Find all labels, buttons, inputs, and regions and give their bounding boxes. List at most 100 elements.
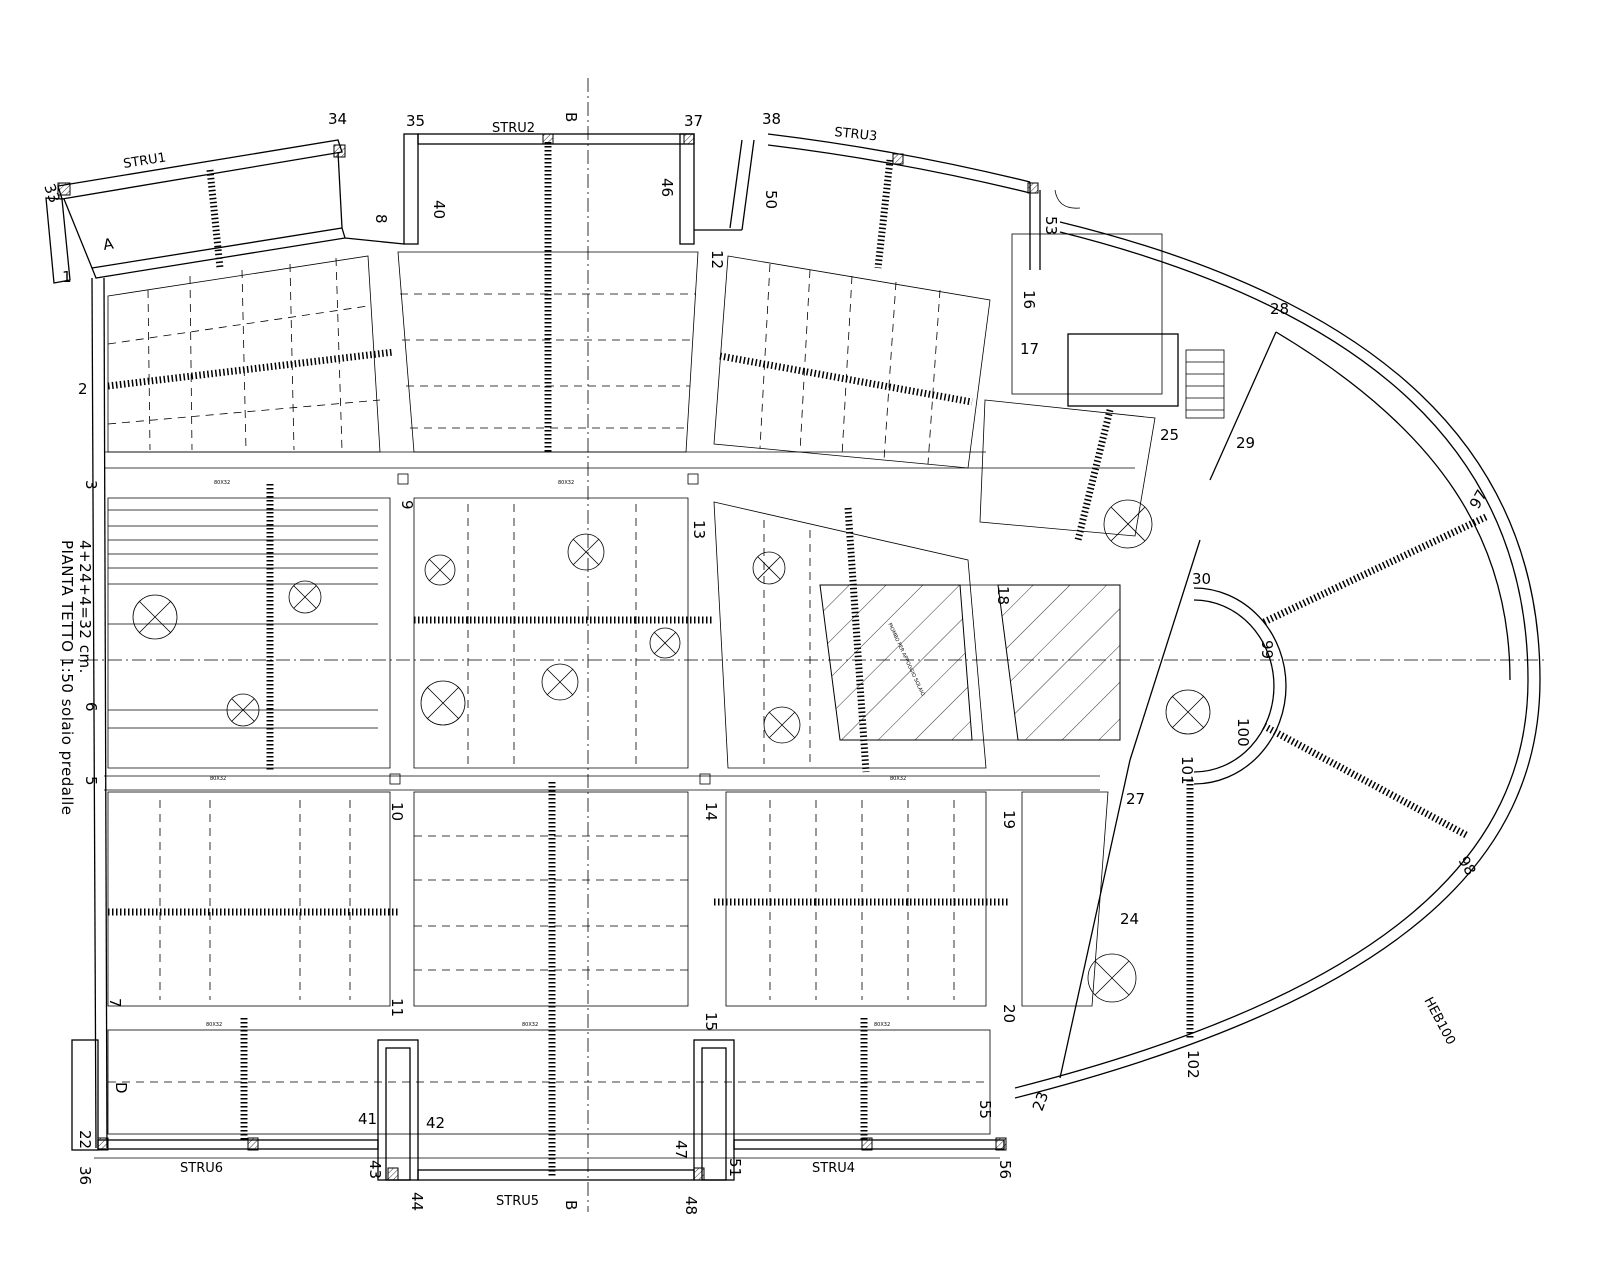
- node-number: 8: [372, 214, 390, 224]
- node-number: 101: [1178, 756, 1196, 785]
- downpipe-symbol: [1087, 953, 1137, 1003]
- node-number: 35: [406, 112, 425, 130]
- downpipe-symbol: [1165, 689, 1211, 735]
- node-number: 53: [1042, 216, 1060, 235]
- section-mark-b-bottom: B: [562, 1200, 580, 1210]
- slab-fields-top: [107, 142, 1156, 537]
- node-number: 43: [366, 1160, 384, 1179]
- node-number: 1: [62, 268, 72, 286]
- node-number: 12: [708, 250, 726, 269]
- structure-labels: STRU1 STRU2 STRU3 STRU4 STRU5 STRU6: [122, 121, 878, 1209]
- node-number: 33: [40, 181, 63, 205]
- section-mark-d: D: [112, 1082, 130, 1094]
- structure-label-stru1: STRU1: [122, 150, 167, 172]
- node-number: 27: [1126, 790, 1145, 808]
- downpipe-symbol: [649, 627, 681, 659]
- node-number: 37: [684, 112, 703, 130]
- downpipe-symbol: [424, 554, 456, 586]
- node-number: 14: [702, 802, 720, 821]
- node-number: 98: [1455, 853, 1480, 879]
- node-number: 7: [106, 998, 124, 1008]
- downpipe-symbol: [1103, 499, 1153, 549]
- node-number: 42: [426, 1114, 445, 1132]
- node-number: 5: [82, 776, 100, 786]
- node-number: 48: [682, 1196, 700, 1215]
- node-number: 2: [78, 380, 88, 398]
- section-mark-a: A: [102, 234, 116, 253]
- node-number: 56: [996, 1160, 1014, 1179]
- node-number: 44: [408, 1192, 426, 1211]
- node-number: 55: [976, 1100, 994, 1119]
- stair-block: [1011, 233, 1225, 419]
- top-wall-band: [45, 133, 1081, 284]
- node-number: 38: [762, 110, 781, 128]
- node-number: 97: [1466, 486, 1491, 512]
- node-number: 100: [1234, 718, 1252, 747]
- downpipe-symbol: [763, 706, 801, 744]
- structure-label-stru2: STRU2: [492, 121, 535, 136]
- node-number: 3: [82, 480, 100, 490]
- node-number: 47: [672, 1140, 690, 1159]
- node-number: 6: [82, 702, 100, 712]
- node-number: 28: [1270, 300, 1289, 318]
- node-number: 22: [76, 1130, 94, 1149]
- node-number: 36: [76, 1166, 94, 1185]
- downpipe-symbol: [567, 533, 605, 571]
- node-number: 99: [1258, 640, 1276, 659]
- node-number: 20: [1000, 1004, 1018, 1023]
- node-number: 9: [398, 500, 416, 510]
- node-number: 30: [1192, 570, 1211, 588]
- structure-label-stru6: STRU6: [180, 1161, 223, 1176]
- node-number: 50: [762, 190, 780, 209]
- east-curved-wall: [1014, 221, 1541, 1099]
- beam-tags: 80X32 80X32 80X32 80X32 80X32 80X32 80X3…: [206, 480, 906, 1028]
- downpipe-symbol: [288, 580, 322, 614]
- downpipe-symbol: [420, 680, 466, 726]
- structure-label-stru5: STRU5: [496, 1194, 539, 1209]
- title-line2: 4+24+4=32 cm.: [76, 540, 94, 674]
- downpipe-symbol: [752, 551, 786, 585]
- downpipe-symbol: [132, 594, 178, 640]
- beam-tag: 80X32: [890, 776, 906, 782]
- node-number: 41: [358, 1110, 377, 1128]
- node-number: 24: [1120, 910, 1139, 928]
- node-number: 18: [994, 586, 1012, 605]
- structure-label-stru3: STRU3: [834, 125, 878, 144]
- downpipe-symbol: [541, 663, 579, 701]
- node-number: 13: [690, 520, 708, 539]
- node-number: 23: [1029, 1089, 1052, 1113]
- drawing-title: PIANTA TETTO 1:50 solaio predalle 4+24+4…: [58, 540, 94, 816]
- beam-tag: 80X32: [874, 1022, 890, 1028]
- left-outer-wall: [71, 277, 108, 1151]
- downpipe-markers: [132, 499, 1211, 1003]
- node-numbers: 1 2 3 5 6 7 8 9 10 11 12 13 14 15 16 17 …: [40, 110, 1491, 1215]
- node-number: 102: [1184, 1050, 1202, 1079]
- section-marks: B B A D: [102, 112, 580, 1210]
- node-number: 16: [1020, 290, 1038, 309]
- node-number: 17: [1020, 340, 1039, 358]
- node-number: 46: [658, 178, 676, 197]
- bottom-wall-band: [94, 1039, 1007, 1181]
- node-number: 51: [726, 1158, 744, 1177]
- beam-tag: 80X32: [206, 1022, 222, 1028]
- beam-tag: 80X32: [558, 480, 574, 486]
- beam-tag: 80X32: [522, 1022, 538, 1028]
- section-mark-b-top: B: [562, 112, 580, 122]
- node-number: 15: [702, 1012, 720, 1031]
- node-number: 19: [1000, 810, 1018, 829]
- node-number: 40: [430, 200, 448, 219]
- node-number: 34: [328, 110, 347, 128]
- node-number: 10: [388, 802, 406, 821]
- beam-tag: 80X32: [214, 480, 230, 486]
- node-number: 29: [1236, 434, 1255, 452]
- corridor-middle: [104, 451, 1135, 791]
- beam-tag: 80X32: [210, 776, 226, 782]
- slab-fields-bottom: [107, 780, 1194, 1178]
- node-number: 11: [388, 998, 406, 1017]
- hatched-slab-area: PIOMBO PER APPOGGIO SOLAIO: [819, 584, 1121, 741]
- axis-lines: [60, 78, 1548, 1212]
- structure-label-stru4: STRU4: [812, 1161, 855, 1176]
- node-number: 25: [1160, 426, 1179, 444]
- downpipe-symbol: [226, 693, 260, 727]
